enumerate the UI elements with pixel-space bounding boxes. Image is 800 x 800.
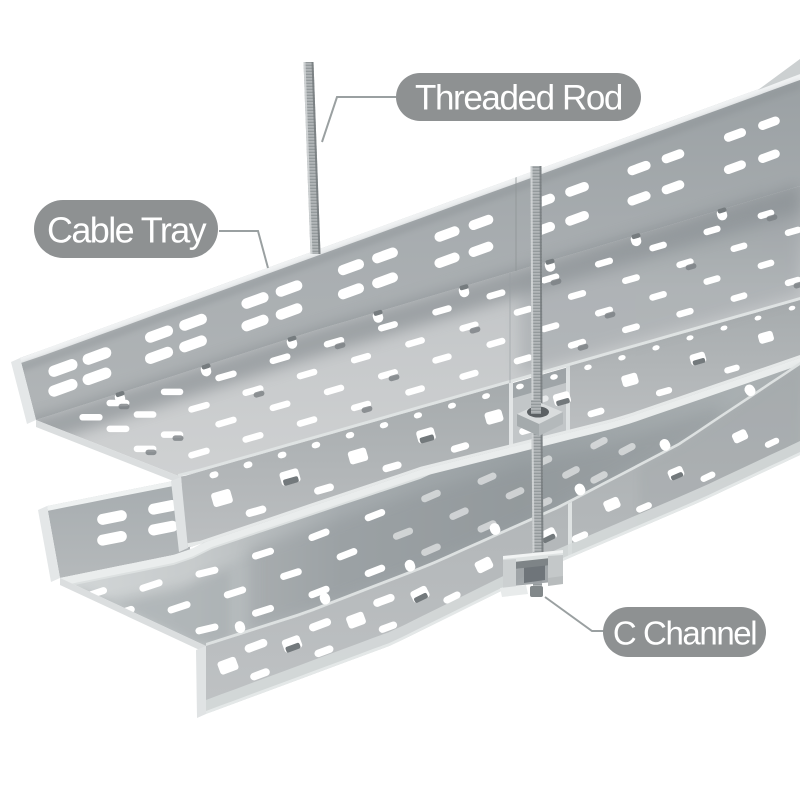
svg-text:Cable Tray: Cable Tray xyxy=(47,210,207,251)
svg-text:Threaded Rod: Threaded Rod xyxy=(415,79,622,118)
svg-text:C Channel: C Channel xyxy=(613,615,756,652)
